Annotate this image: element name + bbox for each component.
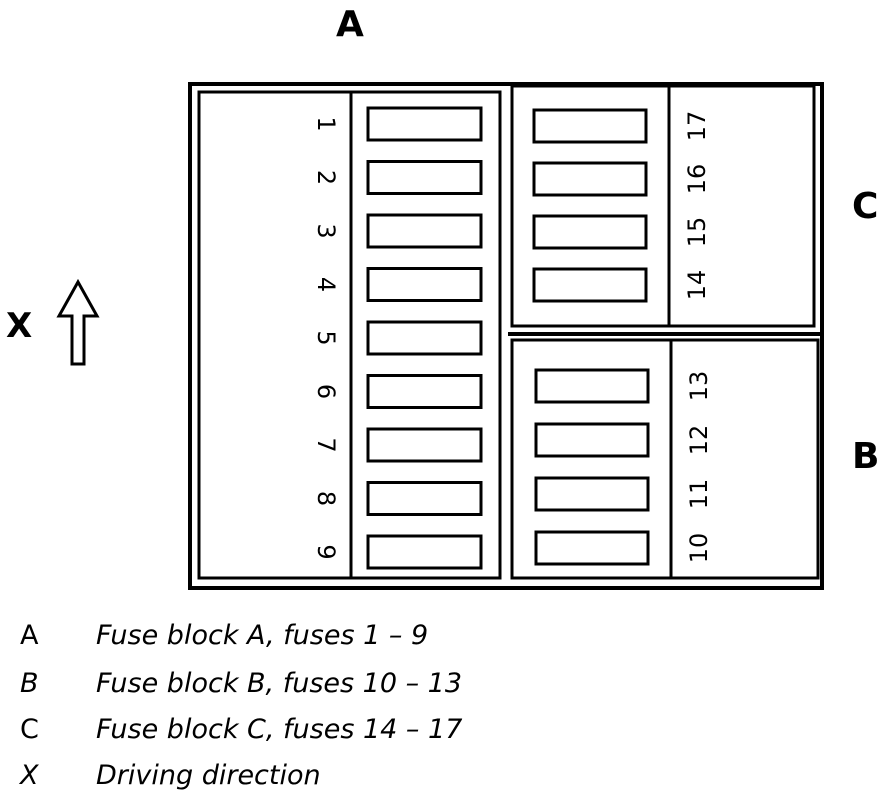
block-a-fuses: 1 2 3 4 5 6 7 8 9 (312, 106, 483, 570)
fuse-slot (534, 530, 650, 566)
fuse-slot (534, 422, 650, 458)
block-a-label: A (336, 4, 364, 45)
fuse-number: 15 (683, 217, 711, 248)
legend-text: Driving direction (96, 760, 321, 791)
fuse-slot (532, 161, 648, 197)
fuse-slot (366, 267, 483, 302)
fuse-slot (366, 374, 483, 409)
legend-text: Fuse block A, fuses 1 – 9 (96, 620, 429, 651)
fuse-number: 9 (312, 544, 340, 559)
fuse-number: 16 (683, 164, 711, 195)
fuse-number: 6 (312, 384, 340, 399)
fuse-number: 1 (312, 116, 340, 131)
fuse-slot (532, 267, 648, 303)
fuse-slot (366, 213, 483, 249)
legend-row-b: B Fuse block B, fuses 10 – 13 (0, 668, 896, 704)
fuse-slot (532, 214, 648, 250)
fuse-slot (366, 160, 483, 195)
fuse-slot (366, 481, 483, 516)
block-c-fuses: 17 16 15 14 (532, 108, 711, 303)
legend-row-c: C Fuse block C, fuses 14 – 17 (0, 714, 896, 750)
fuse-slot (366, 106, 483, 142)
fuse-number: 14 (683, 270, 711, 301)
fuse-number: 4 (312, 277, 340, 292)
fuse-slot (366, 320, 483, 356)
fuse-number: 17 (683, 111, 711, 142)
fuse-slot (366, 534, 483, 570)
block-b-frame (510, 338, 820, 580)
fuse-number: 2 (312, 170, 340, 185)
block-c-label: C (852, 186, 879, 227)
legend-row-x: X Driving direction (0, 760, 896, 796)
block-b-label: B (852, 436, 880, 477)
driving-direction-arrow-icon (56, 278, 100, 366)
block-b-fuses: 13 12 11 10 (534, 368, 713, 566)
fuse-slot (366, 427, 483, 463)
direction-label: X (6, 306, 33, 346)
legend-key: A (20, 620, 39, 651)
legend-key: X (20, 760, 39, 791)
fuse-number: 5 (312, 330, 340, 345)
fuse-slot (534, 476, 650, 512)
legend-text: Fuse block C, fuses 14 – 17 (96, 714, 463, 745)
legend-text: Fuse block B, fuses 10 – 13 (96, 668, 463, 699)
fuse-number: 7 (312, 437, 340, 452)
legend-key: C (20, 714, 39, 745)
fuse-number: 10 (685, 533, 713, 564)
fuse-number: 13 (685, 371, 713, 402)
legend-row-a: A Fuse block A, fuses 1 – 9 (0, 620, 896, 656)
block-c-frame (510, 84, 816, 328)
fuse-number: 3 (312, 223, 340, 238)
fuse-number: 8 (312, 491, 340, 506)
fuse-number: 11 (685, 479, 713, 510)
fuse-number: 12 (685, 425, 713, 456)
fuse-slot (534, 368, 650, 404)
legend-key: B (20, 668, 39, 699)
fuse-slot (532, 108, 648, 144)
